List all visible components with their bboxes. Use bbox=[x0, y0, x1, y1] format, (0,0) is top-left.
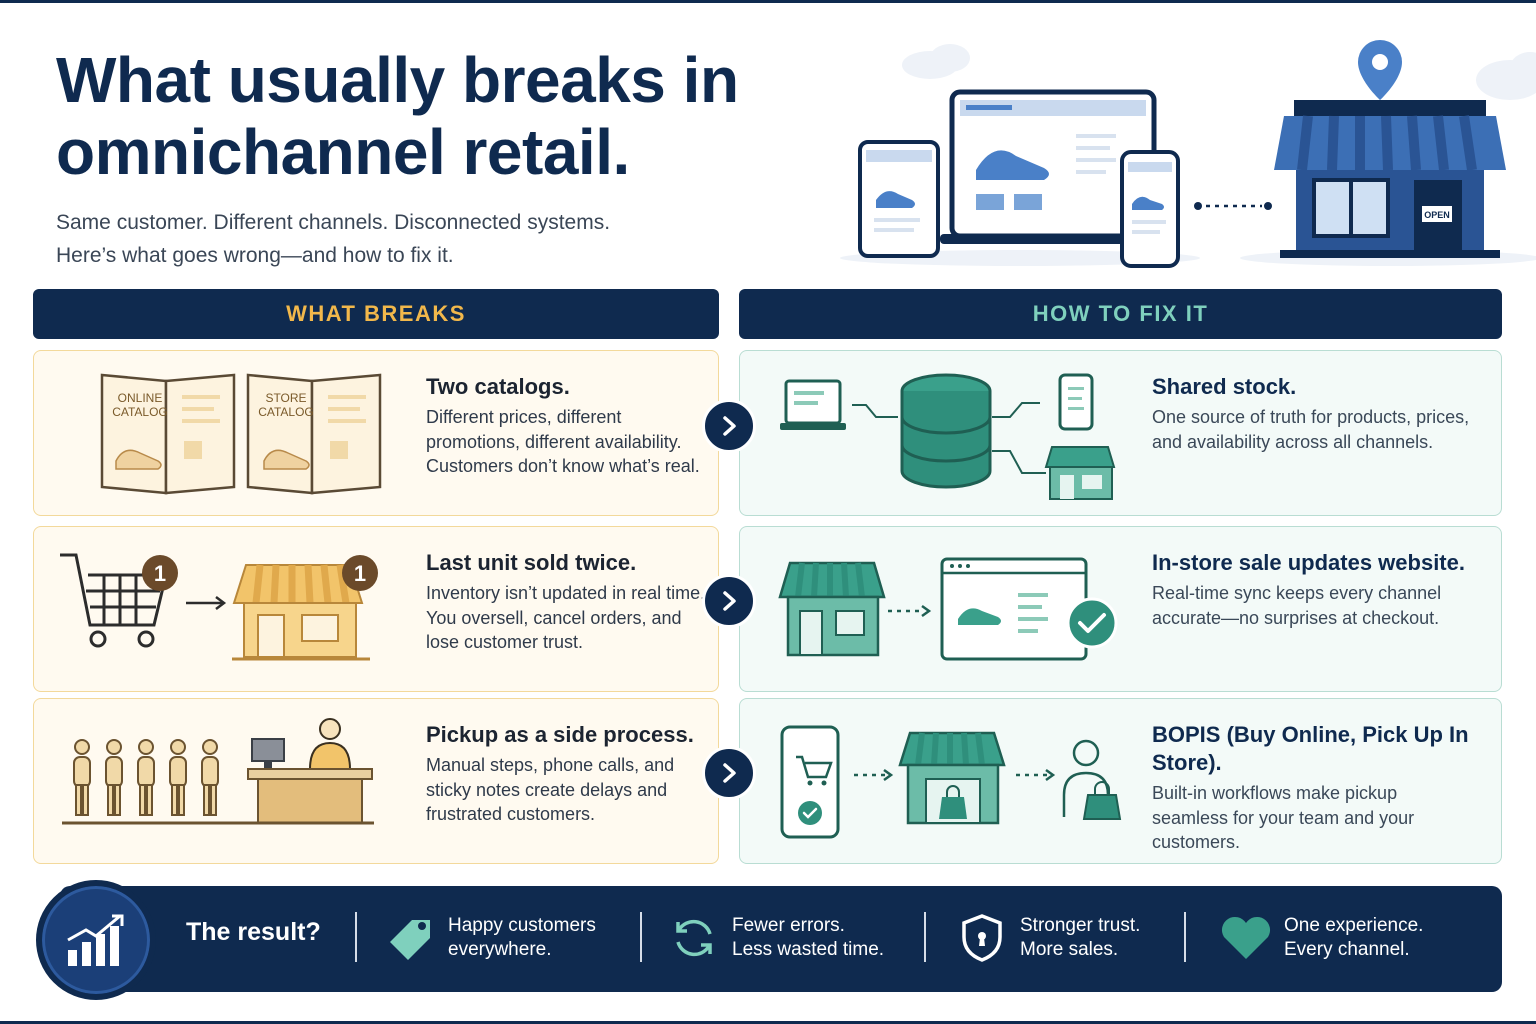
storefront-icon bbox=[232, 564, 370, 661]
checkout-counter-icon bbox=[62, 718, 374, 825]
fix-title-3: BOPIS (Buy Online, Pick Up In Store). bbox=[1152, 722, 1469, 775]
tag-icon bbox=[380, 912, 440, 964]
phone-icon bbox=[1120, 150, 1180, 268]
svg-text:1: 1 bbox=[354, 561, 366, 586]
count-badge bbox=[342, 555, 378, 591]
subtitle-line-2: Here’s what goes wrong—and how to fix it… bbox=[56, 244, 454, 267]
svg-text:CATALOG: CATALOG bbox=[112, 405, 168, 419]
browser-window-icon bbox=[940, 557, 1088, 661]
sync-icon bbox=[664, 912, 724, 964]
shared-stock-illustration bbox=[780, 373, 1116, 500]
connector-line bbox=[1194, 202, 1272, 210]
page-subtitle: Same customer. Different channels. Disco… bbox=[56, 206, 776, 272]
storefront-icon bbox=[898, 731, 1006, 825]
bottom-rule bbox=[0, 1021, 1536, 1024]
subtitle-line-1: Same customer. Different channels. Disco… bbox=[56, 211, 611, 234]
storefront-icon bbox=[778, 561, 886, 657]
database-icon bbox=[900, 373, 992, 489]
chevron-right-icon bbox=[702, 399, 756, 453]
fix-text-3: BOPIS (Buy Online, Pick Up In Store). Bu… bbox=[1152, 721, 1472, 855]
break-text-3: Pickup as a side process. Manual steps, … bbox=[426, 721, 712, 827]
phone-icon bbox=[1058, 373, 1094, 431]
people-queue-icon bbox=[73, 739, 219, 816]
store-catalog-icon: STORE CATALOG bbox=[246, 373, 382, 495]
bopis-illustration bbox=[780, 725, 1122, 839]
result-label: The result? bbox=[186, 918, 321, 946]
break-body-2: Inventory isn’t updated in real time. Yo… bbox=[426, 583, 706, 652]
header-how-to-fix: HOW TO FIX IT bbox=[739, 289, 1502, 339]
result-item-trust: Stronger trust.More sales. bbox=[952, 912, 1140, 964]
fix-card-shared-stock: Shared stock. One source of truth for pr… bbox=[739, 350, 1502, 516]
growth-chart-icon bbox=[36, 880, 156, 1000]
break-title-2: Last unit sold twice. bbox=[426, 550, 637, 575]
break-text-2: Last unit sold twice. Inventory isn’t up… bbox=[426, 549, 712, 655]
break-card-pickup: Pickup as a side process. Manual steps, … bbox=[33, 698, 719, 864]
customer-bag-icon bbox=[1062, 739, 1122, 820]
result-item-errors: Fewer errors.Less wasted time. bbox=[664, 912, 884, 964]
result-divider bbox=[640, 912, 642, 962]
result-item-experience: One experience.Every channel. bbox=[1216, 912, 1423, 964]
laptop-icon bbox=[940, 89, 1166, 244]
fix-card-instore-sync: In-store sale updates website. Real-time… bbox=[739, 526, 1502, 692]
cloud-icon bbox=[902, 44, 1536, 100]
laptop-icon bbox=[780, 379, 846, 430]
svg-text:ONLINE: ONLINE bbox=[118, 391, 163, 405]
chevron-right-icon bbox=[702, 746, 756, 800]
fix-body-2: Real-time sync keeps every channel accur… bbox=[1152, 583, 1442, 628]
break-body-3: Manual steps, phone calls, and sticky no… bbox=[426, 755, 675, 824]
storefront-icon: OPEN bbox=[1274, 100, 1506, 258]
catalogs-illustration: ONLINE CATALOG STORE CATALOG bbox=[100, 373, 382, 495]
break-title-3: Pickup as a side process. bbox=[426, 722, 694, 747]
header-what-breaks: WHAT BREAKS bbox=[33, 289, 719, 339]
svg-text:CATALOG: CATALOG bbox=[258, 405, 314, 419]
oversell-illustration: 1 1 bbox=[60, 553, 378, 661]
break-card-two-catalogs: ONLINE CATALOG STORE CATALOG Two catalog… bbox=[33, 350, 719, 516]
queue-illustration bbox=[62, 718, 374, 825]
sync-illustration bbox=[778, 557, 1118, 661]
svg-text:1: 1 bbox=[154, 561, 166, 586]
break-card-last-unit: 1 1 Last unit sold twice. Inventory isn’… bbox=[33, 526, 719, 692]
top-rule bbox=[0, 0, 1536, 3]
hero-illustration: OPEN bbox=[840, 40, 1536, 268]
chevron-right-icon bbox=[702, 574, 756, 628]
store-sign: OPEN bbox=[1424, 210, 1450, 220]
count-badge bbox=[142, 555, 178, 591]
break-body-1: Different prices, different promotions, … bbox=[426, 407, 700, 476]
fix-text-1: Shared stock. One source of truth for pr… bbox=[1152, 373, 1472, 454]
check-icon bbox=[1066, 597, 1118, 649]
storefront-icon bbox=[1044, 446, 1116, 500]
fix-card-bopis: BOPIS (Buy Online, Pick Up In Store). Bu… bbox=[739, 698, 1502, 864]
arrow-right-icon bbox=[186, 596, 227, 610]
heart-icon bbox=[1216, 912, 1276, 964]
phone-cart-icon bbox=[780, 725, 840, 839]
result-divider bbox=[355, 912, 357, 962]
tablet-icon bbox=[858, 140, 940, 258]
fix-title-1: Shared stock. bbox=[1152, 374, 1297, 399]
shield-icon bbox=[952, 912, 1012, 964]
result-divider bbox=[1184, 912, 1186, 962]
result-divider bbox=[924, 912, 926, 962]
break-title-1: Two catalogs. bbox=[426, 374, 570, 399]
svg-text:STORE: STORE bbox=[265, 391, 306, 405]
fix-text-2: In-store sale updates website. Real-time… bbox=[1152, 549, 1472, 630]
fix-body-3: Built-in workflows make pickup seamless … bbox=[1152, 783, 1415, 852]
page-title: What usually breaks in omnichannel retai… bbox=[56, 44, 739, 188]
fix-title-2: In-store sale updates website. bbox=[1152, 550, 1465, 575]
fix-body-1: One source of truth for products, prices… bbox=[1152, 407, 1470, 452]
online-catalog-icon: ONLINE CATALOG bbox=[100, 373, 236, 495]
break-text-1: Two catalogs. Different prices, differen… bbox=[426, 373, 712, 479]
